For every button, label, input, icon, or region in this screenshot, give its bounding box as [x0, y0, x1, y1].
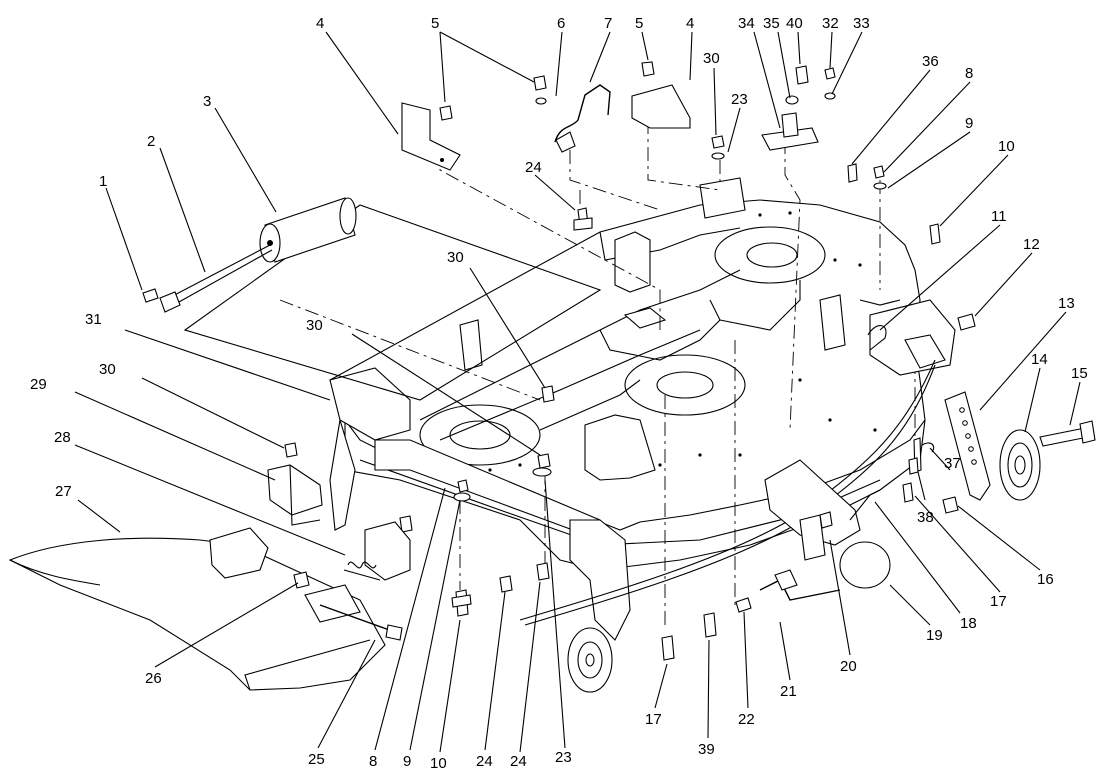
right-side-parts [519, 299, 1096, 626]
callout-label: 4 [316, 15, 324, 32]
callout-label: 11 [991, 208, 1007, 225]
callout-label: 30 [703, 50, 720, 67]
height-plate-holes [959, 407, 977, 465]
callout-label: 22 [738, 711, 755, 728]
callout-label: 32 [822, 15, 839, 32]
callout-label: 38 [917, 509, 934, 526]
callout-label: 40 [786, 15, 803, 32]
callout-label: 10 [998, 138, 1015, 155]
callout-label: 14 [1031, 351, 1048, 368]
callout-label: 25 [308, 751, 325, 768]
callout-label: 15 [1071, 365, 1088, 382]
callout-label: 30 [306, 317, 323, 334]
callout-label: 27 [55, 483, 72, 500]
callout-label: 30 [99, 361, 116, 378]
callout-labels: 1 2 3 4 5 6 7 5 4 30 23 34 35 40 32 33 3… [30, 15, 1088, 772]
mower-deck [329, 177, 926, 641]
callout-label: 17 [645, 711, 662, 728]
callout-label: 2 [147, 133, 155, 150]
callout-label: 36 [922, 53, 939, 70]
deck-holes [488, 211, 877, 472]
callout-label: 12 [1023, 236, 1040, 253]
callout-leaders [74, 31, 1081, 753]
callout-label: 13 [1058, 295, 1075, 312]
discharge-chute-assembly [8, 442, 411, 691]
callout-label: 34 [738, 15, 755, 32]
callout-label: 30 [447, 249, 464, 266]
callout-label: 7 [604, 15, 612, 32]
callout-label: 23 [731, 91, 748, 108]
callout-label: 10 [430, 755, 447, 772]
callout-label: 3 [203, 93, 211, 110]
callout-label: 24 [510, 753, 527, 770]
callout-label: 9 [965, 115, 973, 132]
callout-label: 18 [960, 615, 977, 632]
callout-label: 8 [369, 753, 377, 770]
rear-roller-assembly [142, 197, 602, 401]
callout-label: 24 [525, 159, 542, 176]
callout-label: 20 [840, 658, 857, 675]
callout-label: 35 [763, 15, 780, 32]
top-brackets [401, 61, 941, 245]
callout-label: 23 [555, 749, 572, 766]
callout-label: 4 [686, 15, 694, 32]
callout-label: 9 [403, 753, 411, 770]
callout-label: 19 [926, 627, 943, 644]
callout-label: 6 [557, 15, 565, 32]
callout-label: 31 [85, 311, 102, 328]
callout-label: 26 [145, 670, 162, 687]
bottom-hardware [399, 385, 717, 693]
callout-label: 28 [54, 429, 71, 446]
callout-label: 29 [30, 376, 47, 393]
callout-label: 17 [990, 593, 1007, 610]
callout-label: 1 [99, 173, 107, 190]
callout-label: 39 [698, 741, 715, 758]
callout-label: 16 [1037, 571, 1054, 588]
callout-label: 21 [780, 683, 797, 700]
callout-label: 24 [476, 753, 493, 770]
callout-label: 37 [944, 455, 961, 472]
callout-label: 8 [965, 65, 973, 82]
callout-label: 5 [635, 15, 643, 32]
callout-label: 33 [853, 15, 870, 32]
callout-label: 5 [431, 15, 439, 32]
